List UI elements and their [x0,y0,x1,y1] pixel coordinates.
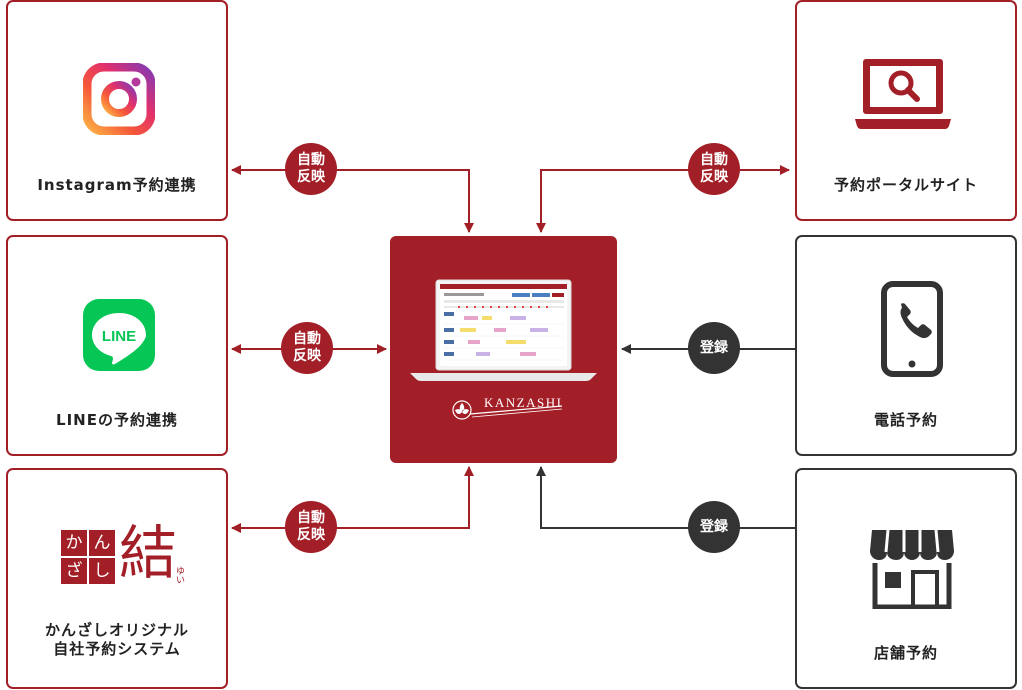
portal-connector [536,165,790,233]
laptop-screen-illustration: KANZASHI [410,279,597,420]
kanzashi-yui-box: か ん ざ し 結 ゆい かんざしオリジナル 自社予約システム [6,468,228,689]
yui-logo-char: ざ [61,558,87,584]
yui-connector [231,466,474,533]
line-logo-text: LINE [102,328,136,345]
store-connector [536,466,796,529]
store-label: 店舗予約 [873,644,938,662]
instagram-icon [82,62,156,139]
auto-reflect-badge-portal: 自動反映 [688,143,740,195]
auto-reflect-badge-yui: 自動反映 [285,501,337,553]
portal-box: 予約ポータルサイト [795,0,1017,221]
laptop-search-icon [853,56,953,136]
yui-logo-main: 結 [119,519,178,587]
register-badge-phone: 登録 [688,322,740,374]
kanzashi-yui-label-2: 自社予約システム [53,640,181,658]
register-badge-store: 登録 [688,501,740,553]
yui-logo-char: ん [89,530,115,556]
yui-logo-char: し [89,558,115,584]
portal-label: 予約ポータルサイト [833,176,978,194]
phone-label: 電話予約 [873,411,938,429]
line-icon: LINE [83,299,155,375]
store-icon [869,529,955,613]
kanzashi-flower-icon [452,400,472,420]
line-box: LINE LINEの予約連携 [6,235,228,456]
line-label: LINEの予約連携 [56,411,178,429]
smartphone-icon [881,281,943,381]
store-box: 店舗予約 [795,468,1017,689]
hub-brand: KANZASHI [484,395,562,410]
phone-box: 電話予約 [795,235,1017,456]
auto-reflect-badge-instagram: 自動反映 [285,143,337,195]
kanzashi-yui-label-1: かんざしオリジナル [44,621,189,639]
yui-logo-sub: ゆい [174,566,184,584]
instagram-connector [231,165,474,233]
instagram-box: Instagram予約連携 [6,0,228,221]
kanzashi-yui-logo: か ん ざ し 結 ゆい [61,520,191,592]
kanzashi-hub: KANZASHI [390,236,617,463]
instagram-label: Instagram予約連携 [37,176,197,194]
auto-reflect-badge-line: 自動反映 [281,322,333,374]
yui-logo-char: か [61,530,87,556]
